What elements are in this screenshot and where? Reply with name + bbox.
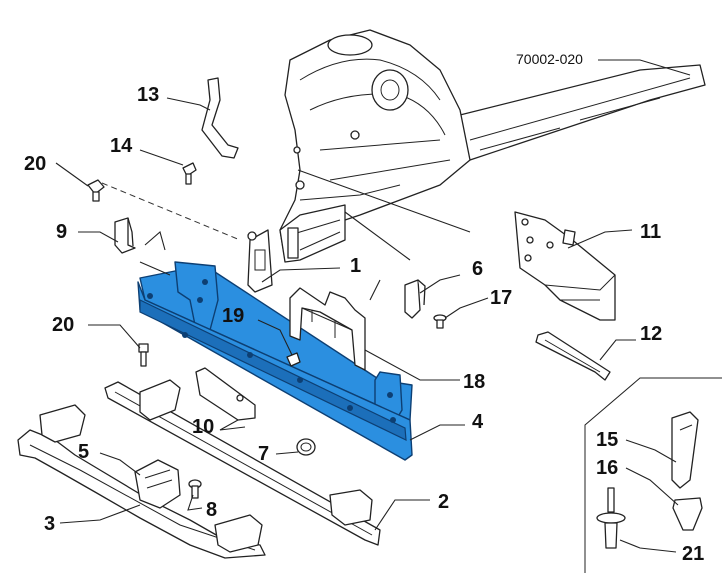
callout-16: 16 <box>596 457 618 479</box>
part-6-bracket <box>404 279 426 319</box>
part-11-side-bracket <box>514 211 616 321</box>
reference-number: 70002-020 <box>516 51 583 67</box>
part-12-strip <box>535 331 611 381</box>
callout-13: 13 <box>137 84 159 106</box>
part-5-bracket <box>134 459 181 509</box>
callout-12: 12 <box>640 323 662 345</box>
part-14-bolt <box>182 162 197 185</box>
callout-9: 9 <box>56 221 67 243</box>
part-7-plug <box>296 438 316 456</box>
callout-7: 7 <box>258 443 269 465</box>
callout-1: 1 <box>350 255 361 277</box>
inset-detail-box <box>584 377 722 573</box>
vehicle-front-frame <box>279 29 706 263</box>
callout-15: 15 <box>596 429 618 451</box>
callout-4: 4 <box>472 411 484 433</box>
callout-10: 10 <box>192 416 214 438</box>
guide-line-18-center <box>297 169 471 301</box>
bumper-reinforcement-beam <box>137 261 413 461</box>
callout-11: 11 <box>640 221 661 243</box>
part-1-bracket <box>247 229 273 293</box>
part-10-bracket <box>195 367 256 421</box>
leader-lines <box>55 59 691 553</box>
callout-2: 2 <box>438 491 449 513</box>
callout-18: 18 <box>463 371 485 393</box>
callout-21: 21 <box>682 543 704 565</box>
callout-6: 6 <box>472 258 483 280</box>
part-20-bolt-top <box>87 179 105 202</box>
guide-line-9 <box>139 231 171 276</box>
callout-17: 17 <box>490 287 512 309</box>
callout-3: 3 <box>44 513 55 535</box>
callout-8: 8 <box>206 499 217 521</box>
callout-20-left: 20 <box>52 314 74 336</box>
part-8-bolt <box>188 479 202 499</box>
callout-19: 19 <box>222 305 244 327</box>
part-17-clip <box>433 314 447 329</box>
guide-line-bolt-20 <box>101 182 241 241</box>
part-18-mount-frame <box>289 287 366 371</box>
part-9-bracket <box>114 217 136 254</box>
part-20-bolt-left <box>138 343 149 367</box>
part-19-nut <box>286 352 301 367</box>
callout-14: 14 <box>110 135 133 157</box>
part-3-lower-support <box>17 404 266 559</box>
callout-20-top: 20 <box>24 153 46 175</box>
part-2-lower-beam <box>104 379 381 546</box>
part-13-strap <box>201 77 239 159</box>
callout-5: 5 <box>78 441 89 463</box>
